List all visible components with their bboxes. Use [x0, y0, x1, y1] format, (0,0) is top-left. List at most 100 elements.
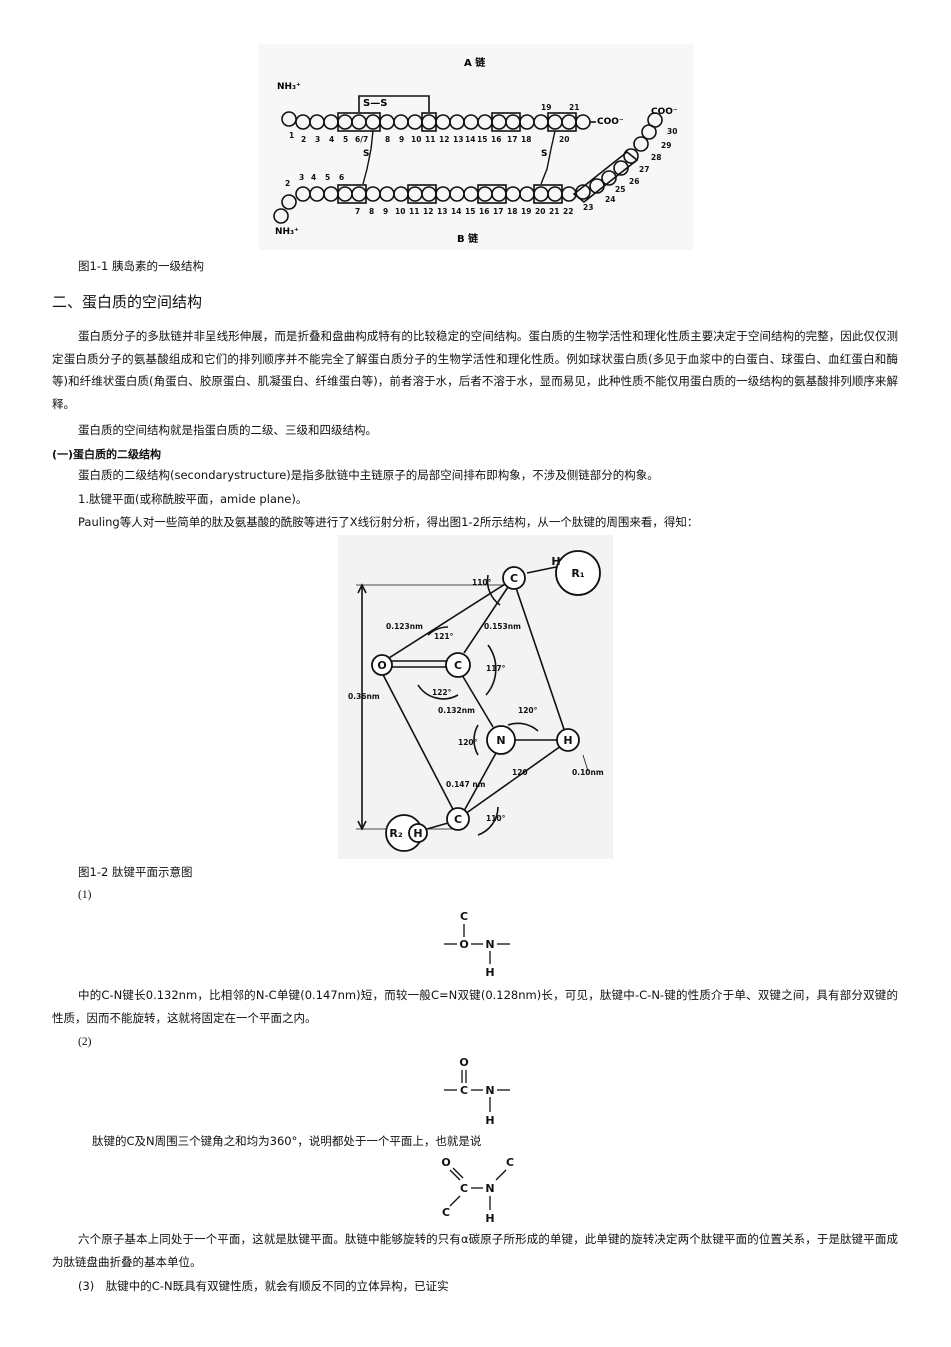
- svg-text:13: 13: [437, 207, 447, 216]
- svg-text:18: 18: [507, 207, 517, 216]
- svg-text:8: 8: [385, 135, 390, 144]
- struct1-h: H: [485, 966, 494, 979]
- struct2-h: H: [485, 1114, 494, 1127]
- section-heading: 二、蛋白质的空间结构: [52, 293, 203, 311]
- svg-text:22: 22: [563, 207, 573, 216]
- figure-1-2-caption: 图1-2 肽键平面示意图: [78, 865, 193, 879]
- svg-text:17: 17: [507, 135, 517, 144]
- svg-text:19: 19: [521, 207, 531, 216]
- svg-text:4: 4: [329, 135, 334, 144]
- svg-text:27: 27: [639, 165, 649, 174]
- svg-text:12: 12: [423, 207, 433, 216]
- struct2-c: C: [460, 1084, 468, 1097]
- chain-b-residues: [273, 112, 663, 224]
- svg-text:15: 15: [465, 207, 475, 216]
- atom-c-top: C: [510, 572, 518, 585]
- atom-r1: R₁: [571, 567, 584, 580]
- coo-a-label: COO⁻: [597, 117, 624, 127]
- struct1-bonds: [444, 924, 510, 964]
- svg-text:14: 14: [451, 207, 461, 216]
- label-110-bottom: 110°: [486, 814, 506, 823]
- label-120-c: 120: [512, 768, 528, 777]
- svg-text:3: 3: [315, 135, 320, 144]
- struct2-n: N: [485, 1084, 494, 1097]
- paragraph-spatial-structure: 蛋白质分子的多肽链并非呈线形伸展，而是折叠和盘曲构成特有的比较稳定的空间结构。蛋…: [52, 329, 898, 411]
- chain-b-label: B 链: [457, 232, 479, 245]
- struct2-o: O: [459, 1056, 468, 1069]
- svg-text:10: 10: [395, 207, 405, 216]
- ss-mark-right: S: [541, 149, 547, 159]
- svg-text:3: 3: [299, 173, 304, 182]
- chain-a-residues: [281, 95, 596, 132]
- label-036: 0.36nm: [348, 692, 380, 701]
- svg-text:1: 1: [289, 131, 294, 140]
- paragraph-amide-plane: 六个原子基本上同处于一个平面，这就是肽键平面。肽链中能够旋转的只有α碳原子所形成…: [52, 1232, 898, 1269]
- svg-text:2: 2: [285, 179, 290, 188]
- struct3-c-bottom: C: [442, 1206, 450, 1219]
- amide-plane-heading: 1.肽键平面(或称酰胺平面，amide plane)。: [78, 492, 308, 506]
- peptide-structure-3-svg: O C C N C H: [441, 1156, 514, 1225]
- svg-text:15: 15: [477, 135, 487, 144]
- struct1-n: N: [485, 938, 494, 951]
- label-010: 0.10nm: [572, 768, 604, 777]
- chain-a-label: A 链: [464, 56, 486, 69]
- svg-text:16: 16: [479, 207, 489, 216]
- bond-angle-sentence: 肽键的C及N周围三个键角之和均为360°，说明都处于一个平面上，也就是说: [92, 1134, 482, 1148]
- secondary-structure-definition: 蛋白质的二级结构(secondarystructure)是指多肽链中主链原子的局…: [78, 468, 659, 482]
- svg-text:11: 11: [425, 135, 435, 144]
- label-0132: 0.132nm: [438, 706, 475, 715]
- label-120-b: 120°: [458, 738, 478, 747]
- peptide-structure-3: O C C N C H: [434, 1152, 524, 1228]
- label-0147: 0.147 nm: [446, 780, 486, 789]
- atom-c-mid: C: [454, 659, 462, 672]
- svg-text:5: 5: [343, 135, 348, 144]
- disulfide-label: S—S: [363, 98, 387, 109]
- insulin-structure-figure: A 链 B 链 NH₃⁺ NH₃⁺ COO⁻ COO⁻ S—S: [259, 44, 693, 250]
- svg-text:2: 2: [301, 135, 306, 144]
- svg-text:12: 12: [439, 135, 449, 144]
- atom-h-bottom: H: [413, 827, 422, 840]
- struct3-h: H: [485, 1212, 494, 1225]
- struct3-c-mid: C: [460, 1182, 468, 1195]
- svg-text:9: 9: [399, 135, 404, 144]
- struct1-o: O: [459, 938, 468, 951]
- svg-text:21: 21: [549, 207, 559, 216]
- amide-plane-atoms: [371, 550, 601, 852]
- atom-c-bottom: C: [454, 813, 462, 826]
- svg-text:20: 20: [535, 207, 545, 216]
- struct3-o: O: [441, 1156, 450, 1169]
- ss-mark-left: S: [363, 149, 369, 159]
- amide-plane-figure: C H R₁ O C N H C R₂ H 110° 0.123nm 121° …: [338, 535, 613, 859]
- nh3-top-label: NH₃⁺: [277, 82, 301, 92]
- label-122: 122°: [432, 688, 452, 697]
- coo-b-label: COO⁻: [651, 107, 678, 117]
- peptide-structure-1-svg: C O N H: [444, 910, 510, 979]
- svg-text:18: 18: [521, 135, 531, 144]
- struct3-c-top: C: [506, 1156, 514, 1169]
- svg-text:19: 19: [541, 103, 551, 112]
- svg-text:17: 17: [493, 207, 503, 216]
- svg-text:6/7: 6/7: [355, 135, 368, 144]
- svg-text:25: 25: [615, 185, 625, 194]
- svg-text:21: 21: [569, 103, 579, 112]
- svg-text:7: 7: [355, 207, 360, 216]
- item-1-label: (1): [78, 889, 92, 901]
- peptide-structure-1: C O N H: [440, 906, 520, 980]
- svg-text:29: 29: [661, 141, 671, 150]
- peptide-structure-2-svg: O C N H: [444, 1056, 510, 1127]
- atom-o: O: [377, 659, 386, 672]
- peptide-structure-2: O C N H: [440, 1052, 520, 1128]
- atom-n: N: [496, 734, 505, 747]
- label-110-top: 110°: [472, 578, 492, 587]
- insulin-diagram-svg: A 链 B 链 NH₃⁺ NH₃⁺ COO⁻ COO⁻ S—S: [273, 56, 678, 245]
- svg-text:5: 5: [325, 173, 330, 182]
- svg-text:13: 13: [453, 135, 463, 144]
- svg-text:20: 20: [559, 135, 569, 144]
- svg-text:10: 10: [411, 135, 421, 144]
- paragraph-cn-bond-length: 中的C-N键长0.132nm，比相邻的N-C单键(0.147nm)短，而较一般C…: [52, 988, 898, 1025]
- svg-text:28: 28: [651, 153, 661, 162]
- nh3-bottom-label: NH₃⁺: [275, 227, 299, 237]
- svg-text:8: 8: [369, 207, 374, 216]
- paragraph-spatial-definition: 蛋白质的空间结构就是指蛋白质的二级、三级和四级结构。: [78, 423, 377, 437]
